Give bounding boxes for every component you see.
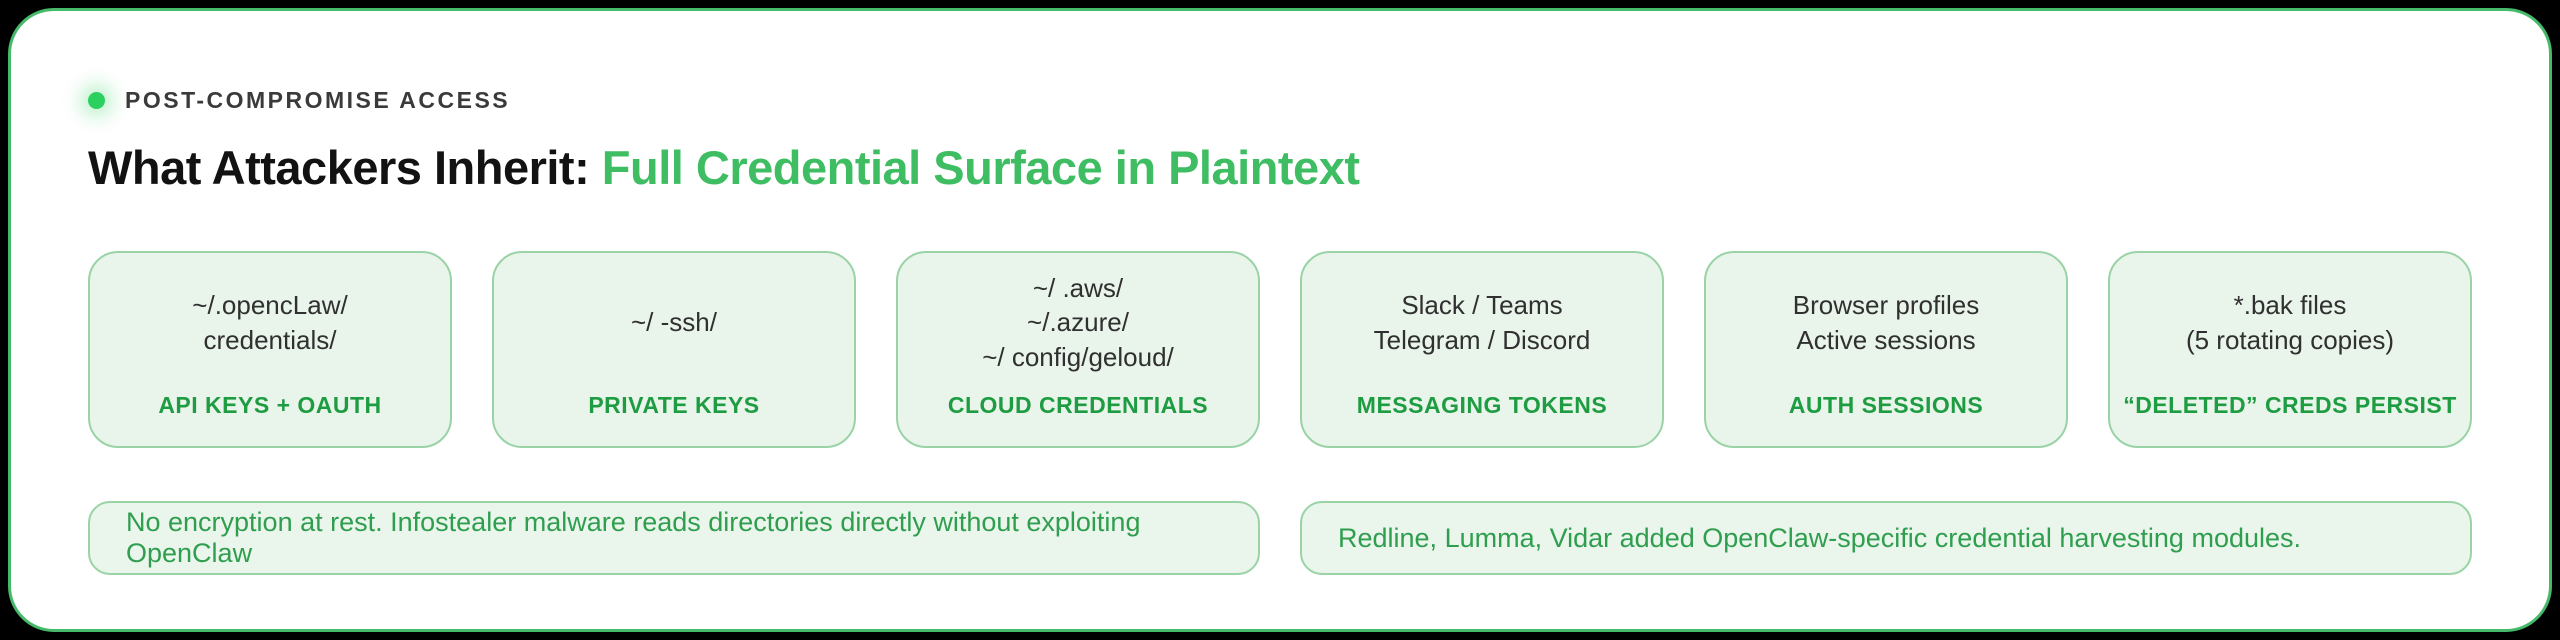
- card-paths: Browser profiles Active sessions: [1792, 290, 1980, 355]
- note-text: No encryption at rest. Infostealer malwa…: [126, 507, 1141, 568]
- note-banner: No encryption at rest. Infostealer malwa…: [88, 501, 1260, 575]
- eyebrow-label: POST-COMPROMISE ACCESS: [125, 87, 511, 113]
- card-paths: ~/ -ssh/: [631, 307, 717, 338]
- main-panel: POST-COMPROMISE ACCESS What Attackers In…: [8, 8, 2552, 632]
- credential-card: Slack / Teams Telegram / Discord MESSAGI…: [1300, 251, 1664, 448]
- eyebrow: POST-COMPROMISE ACCESS: [88, 87, 2472, 114]
- credential-card: ~/ .aws/ ~/.azure/ ~/ config/geloud/ CLO…: [896, 251, 1260, 448]
- note-banner: Redline, Lumma, Vidar added OpenClaw-spe…: [1300, 501, 2472, 575]
- credential-cards-row: ~/.opencLaw/ credentials/ API KEYS + OAU…: [88, 251, 2472, 448]
- card-paths: *.bak files (5 rotating copies): [2185, 290, 2395, 355]
- card-paths: ~/ .aws/ ~/.azure/ ~/ config/geloud/: [982, 273, 1174, 372]
- notes-row: No encryption at rest. Infostealer malwa…: [88, 501, 2472, 575]
- card-category-label: MESSAGING TOKENS: [1356, 392, 1608, 418]
- card-paths: Slack / Teams Telegram / Discord: [1373, 290, 1591, 355]
- note-text: Redline, Lumma, Vidar added OpenClaw-spe…: [1338, 522, 2302, 553]
- card-category-label: AUTH SESSIONS: [1788, 392, 1984, 418]
- card-paths: ~/.opencLaw/ credentials/: [192, 290, 348, 355]
- card-category-label: “DELETED” CREDS PERSIST: [2123, 392, 2457, 418]
- page-title: What Attackers Inherit: Full Credential …: [88, 140, 2472, 195]
- card-category-label: CLOUD CREDENTIALS: [947, 392, 1209, 418]
- bullet-dot-icon: [88, 92, 105, 109]
- credential-card: ~/.opencLaw/ credentials/ API KEYS + OAU…: [88, 251, 452, 448]
- card-category-label: PRIVATE KEYS: [588, 392, 760, 418]
- title-prefix: What Attackers Inherit:: [88, 141, 602, 194]
- credential-card: *.bak files (5 rotating copies) “DELETED…: [2108, 251, 2472, 448]
- card-category-label: API KEYS + OAUTH: [158, 392, 382, 418]
- title-highlight: Full Credential Surface in Plaintext: [601, 141, 1360, 194]
- credential-card: Browser profiles Active sessions AUTH SE…: [1704, 251, 2068, 448]
- credential-card: ~/ -ssh/ PRIVATE KEYS: [492, 251, 856, 448]
